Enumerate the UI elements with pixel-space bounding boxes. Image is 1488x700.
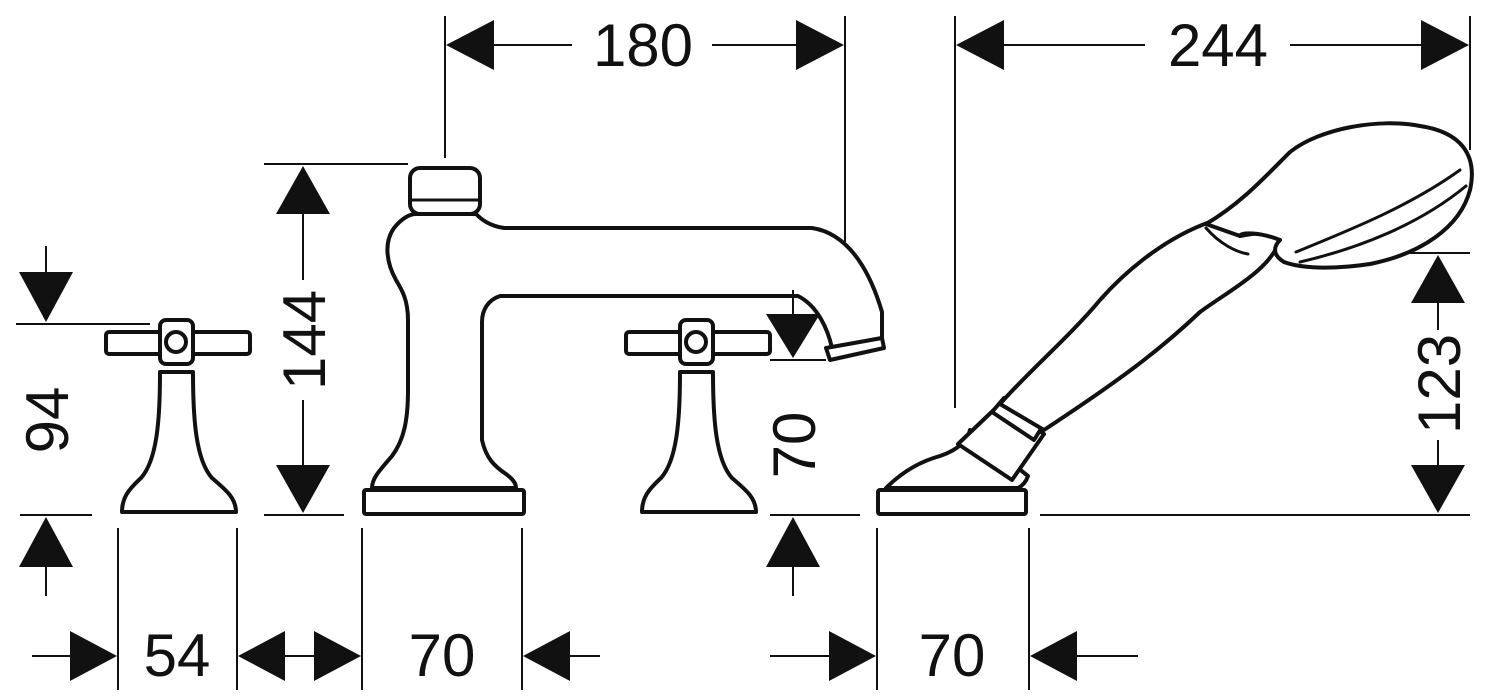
- dim-spout-base-width: 70: [409, 622, 476, 689]
- left-cross-handle: [104, 318, 252, 514]
- right-cross-handle: [624, 318, 772, 514]
- dim-holder-base-width: 70: [919, 622, 986, 689]
- dim-spout-reach: 180: [593, 12, 693, 79]
- dim-handle-height: 94: [14, 387, 81, 454]
- dim-spout-height: 144: [271, 290, 338, 390]
- dim-handle-base-width: 54: [144, 622, 211, 689]
- dimension-labels: 180 244 144 94 70 123 54 70 70: [14, 12, 1473, 689]
- bath-spout: [362, 166, 886, 516]
- dim-handshower-length: 244: [1168, 12, 1268, 79]
- dimension-arrows: [19, 20, 1469, 681]
- dim-handshower-height: 123: [1406, 334, 1473, 434]
- dimension-lines: [16, 16, 1471, 690]
- hand-shower: [876, 121, 1474, 516]
- dim-outlet-height: 70: [761, 412, 828, 479]
